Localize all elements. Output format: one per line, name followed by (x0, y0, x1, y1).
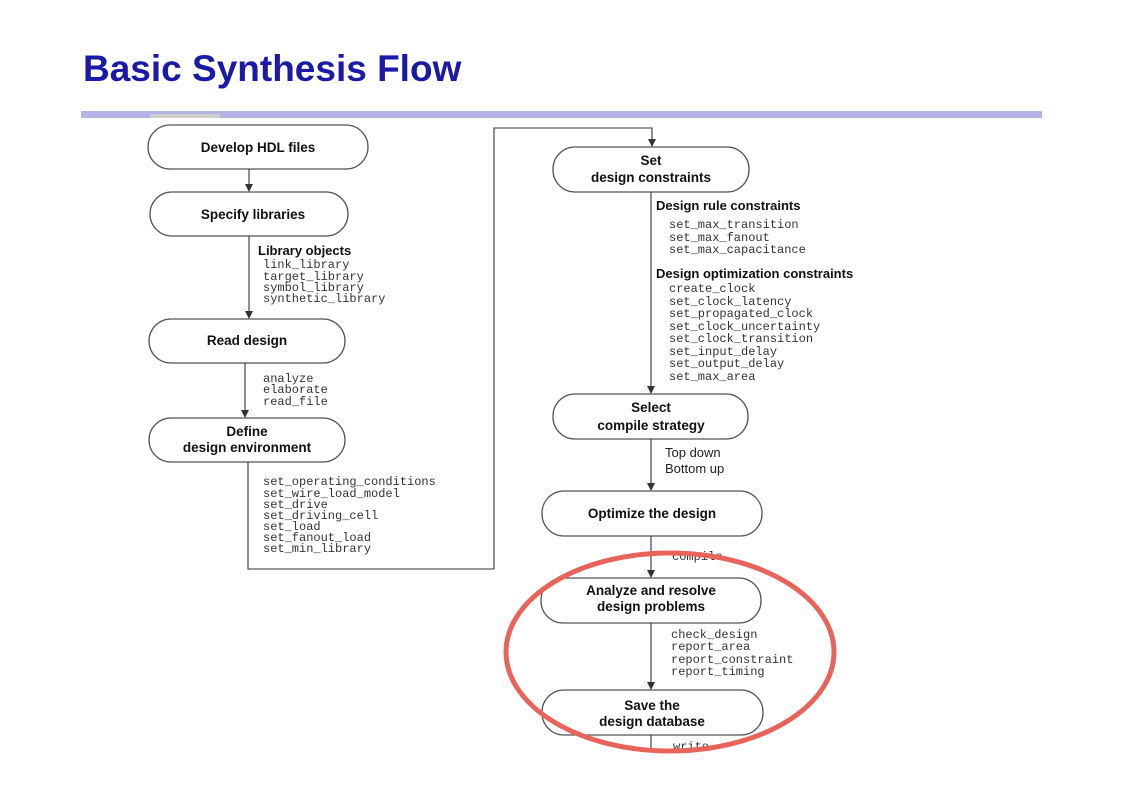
design-opt-command: set_input_delay (669, 345, 777, 359)
library-command: symbol_library (263, 281, 364, 295)
strategy-option: Bottom up (665, 461, 724, 476)
node-define-environment-label-2: design environment (183, 440, 312, 455)
design-rule-command: set_max_transition (669, 218, 799, 232)
node-set-constraints-label-1: Set (640, 153, 662, 168)
env-command: set_operating_conditions (263, 475, 436, 489)
env-command: set_driving_cell (263, 509, 378, 523)
env-command: set_load (263, 520, 321, 534)
design-opt-heading: Design optimization constraints (656, 266, 853, 281)
node-develop-hdl-label: Develop HDL files (201, 140, 316, 155)
node-specify-libraries-label: Specify libraries (201, 207, 305, 222)
title-underline (81, 111, 1042, 118)
node-save-database-label-1: Save the (624, 698, 680, 713)
design-rule-command: set_max_capacitance (669, 243, 806, 257)
read-command: elaborate (263, 383, 328, 397)
node-read-design-label: Read design (207, 333, 287, 348)
design-rule-heading: Design rule constraints (656, 198, 800, 213)
analyze-command: check_design (671, 628, 757, 642)
read-command: analyze (263, 372, 313, 386)
design-opt-command: set_propagated_clock (669, 307, 813, 321)
analyze-command: report_timing (671, 665, 765, 679)
library-command: synthetic_library (263, 292, 385, 306)
design-opt-command: set_output_delay (669, 357, 784, 371)
design-opt-command: create_clock (669, 282, 755, 296)
node-optimize-design-label: Optimize the design (588, 506, 716, 521)
node-optimize-design (541, 490, 763, 537)
node-read-design (148, 318, 346, 364)
design-rule-command: set_max_fanout (669, 231, 770, 245)
node-save-database-label-2: design database (599, 714, 705, 729)
node-analyze-resolve-label-1: Analyze and resolve (586, 583, 716, 598)
design-opt-command: set_clock_transition (669, 332, 813, 346)
design-opt-command: set_clock_uncertainty (669, 320, 820, 334)
env-command: set_drive (263, 498, 328, 512)
library-objects-heading: Library objects (258, 243, 351, 258)
analyze-command: report_area (671, 640, 750, 654)
clipped-text-fragment (150, 114, 220, 118)
node-compile-strategy-label-1: Select (631, 400, 671, 415)
design-opt-command: set_clock_latency (669, 295, 791, 309)
edge-define-to-constraints (247, 127, 656, 570)
library-command: target_library (263, 270, 364, 284)
highlight-ellipse (503, 550, 837, 754)
strategy-option: Top down (665, 445, 721, 460)
slide-title: Basic Synthesis Flow (83, 48, 462, 89)
library-command: link_library (263, 258, 349, 272)
analyze-command: report_constraint (671, 653, 793, 667)
node-compile-strategy-label-2: compile strategy (597, 418, 705, 433)
node-set-constraints-label-2: design constraints (591, 170, 711, 185)
node-define-environment-label-1: Define (226, 424, 268, 439)
read-command: read_file (263, 395, 328, 409)
env-command: set_min_library (263, 542, 371, 556)
node-develop-hdl (147, 124, 369, 170)
design-opt-command: set_max_area (669, 370, 755, 384)
env-command: set_wire_load_model (263, 487, 400, 501)
node-define-environment (148, 417, 346, 463)
node-analyze-resolve-label-2: design problems (597, 599, 705, 614)
env-command: set_fanout_load (263, 531, 371, 545)
